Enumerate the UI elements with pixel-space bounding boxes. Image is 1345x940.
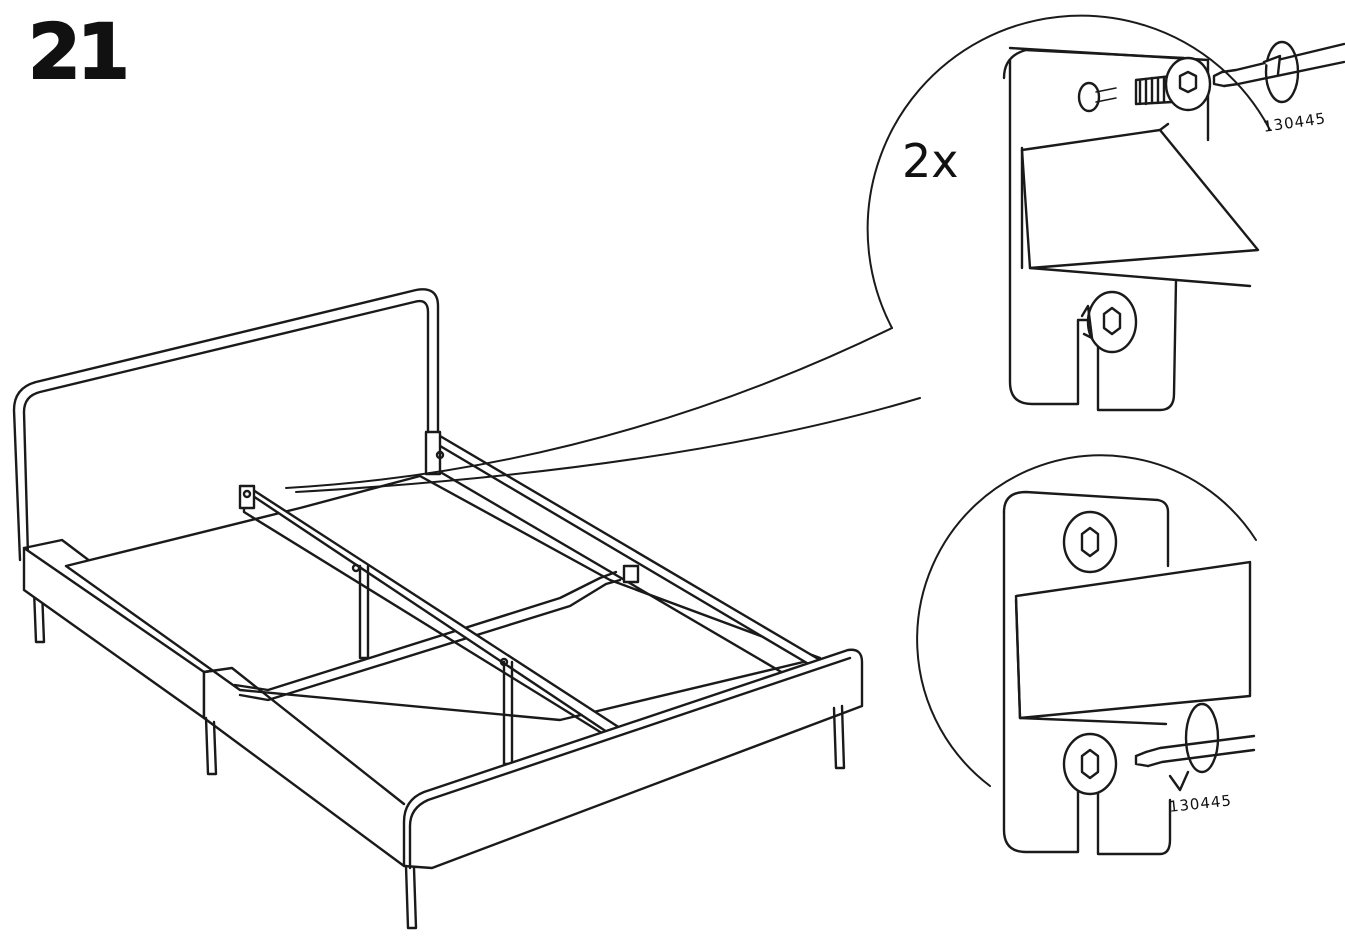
rotation-arrow-icon [1264, 42, 1298, 102]
bolt-icon [1136, 58, 1210, 110]
upper-detail-circle [868, 16, 1344, 410]
allen-key-icon [1136, 736, 1254, 766]
bolt-icon [1082, 292, 1136, 352]
allen-key-icon [1214, 44, 1344, 86]
callout-lines [286, 328, 920, 492]
rotation-arrow-icon [1170, 704, 1218, 790]
quantity-label: 2x [902, 134, 959, 188]
near-legs [206, 706, 844, 928]
bolt-icon [1064, 734, 1116, 794]
bolt-icon [1064, 512, 1116, 572]
step-number: 21 [27, 7, 131, 96]
lower-detail-circle [917, 455, 1256, 854]
side-rail-right [426, 432, 820, 690]
footboard [204, 650, 862, 868]
slat-floor [66, 476, 820, 720]
headboard [14, 289, 438, 560]
